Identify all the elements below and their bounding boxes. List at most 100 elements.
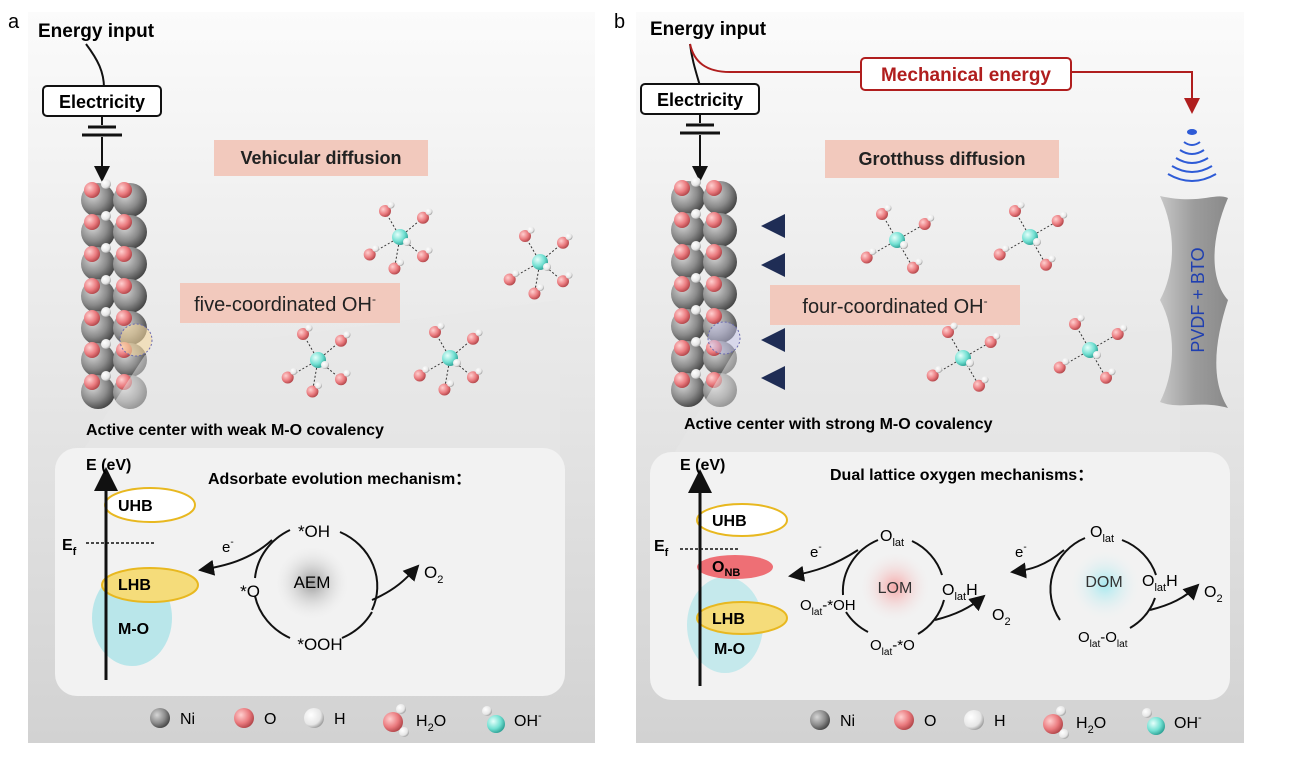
electricity-label: Electricity xyxy=(59,92,145,112)
legend-o-swatch xyxy=(234,708,254,728)
oh-complex xyxy=(860,204,935,274)
cycle-arc xyxy=(1121,539,1157,576)
o2-product: O2 xyxy=(424,563,443,586)
coordination-label-box xyxy=(770,285,1020,325)
legend-b: Ni O H H2O OH- xyxy=(810,706,1202,739)
oh-complex xyxy=(281,324,351,398)
mechanism-title: Adsorbate evolution mechanism： xyxy=(208,471,471,488)
electron-label: e- xyxy=(222,537,234,556)
legend-ni: Ni xyxy=(180,711,195,728)
band-uhb xyxy=(696,503,788,537)
piezo-film xyxy=(1160,196,1228,408)
o2-product: O2 xyxy=(1204,584,1223,605)
band-label-uhb: UHB xyxy=(118,498,153,515)
energy-axis-label: E (eV) xyxy=(680,457,725,474)
legend-h2o: H2O xyxy=(1076,715,1106,736)
legend-ni-swatch xyxy=(810,710,830,730)
cycle-node-ooh: *OOH xyxy=(297,635,342,654)
panel-a: a Energy input Electricity Vehicular dif… xyxy=(8,11,595,743)
energy-input-label: Energy input xyxy=(38,21,155,42)
cycle-node-o: *O xyxy=(240,582,260,601)
o2-arrow xyxy=(1149,583,1200,611)
active-center-label: Active center with weak M-O covalency xyxy=(86,422,384,439)
zoom-wedge xyxy=(670,330,1180,460)
diffusion-label-box xyxy=(825,140,1059,178)
oh-complex xyxy=(413,322,483,396)
panel-b-letter: b xyxy=(614,11,625,33)
wire xyxy=(85,43,105,89)
dom-node-olat-olat: Olat-Olat xyxy=(1078,629,1128,650)
o2-arrow xyxy=(934,594,986,621)
legend-oh: OH- xyxy=(514,710,542,730)
legend-o-swatch xyxy=(894,710,914,730)
oh-complex xyxy=(363,201,433,275)
oh-complex xyxy=(926,322,1001,392)
active-site-highlight xyxy=(707,321,741,355)
band-label-mo: M-O xyxy=(118,621,149,638)
legend-h: H xyxy=(334,711,346,728)
cycle-arc xyxy=(1049,537,1086,621)
legend-o: O xyxy=(264,711,276,728)
electron-arrow xyxy=(1010,549,1065,579)
diffusion-label-box xyxy=(214,140,428,176)
cycle-arc xyxy=(841,539,879,596)
energy-input-label: Energy input xyxy=(650,19,767,40)
legend-oh: OH- xyxy=(1174,712,1202,732)
cycle-arc xyxy=(341,611,373,639)
oh-complex xyxy=(503,226,573,300)
band-lhb xyxy=(101,567,199,603)
cycle-node-oh: *OH xyxy=(298,522,330,541)
lom-glow xyxy=(859,551,931,623)
proton-hop-arrows xyxy=(761,214,1150,390)
mechanical-arrow xyxy=(1071,71,1200,114)
legend-h2o: H2O xyxy=(416,713,446,734)
fermi-label: Ef xyxy=(654,538,669,559)
legend-h-swatch xyxy=(964,710,984,730)
coordination-label-box xyxy=(180,283,400,323)
legend-oh-swatch xyxy=(1142,708,1165,735)
active-site-highlight xyxy=(119,323,153,357)
band-onb xyxy=(697,555,773,579)
cycle-arc xyxy=(917,599,945,635)
dom-node-olat: Olat xyxy=(1090,524,1114,545)
diffusion-label: Grotthuss diffusion xyxy=(859,149,1026,169)
legend-h2o-swatch xyxy=(1043,706,1069,739)
vibration-waves-icon xyxy=(1167,129,1217,182)
band-label-mo: M-O xyxy=(714,641,745,658)
electricity-label: Electricity xyxy=(657,90,743,110)
legend-h-swatch xyxy=(304,708,324,728)
cycle-center-lom: LOM xyxy=(878,580,913,597)
electron-arrow xyxy=(788,549,859,582)
fermi-label: Ef xyxy=(62,537,77,558)
cycle-center-aem: AEM xyxy=(294,573,331,592)
o2-product: O2 xyxy=(992,607,1011,628)
lom-node-olat-o: Olat-*O xyxy=(870,637,915,658)
oh-complexes xyxy=(860,201,1128,392)
coordination-label: five-coordinated OH- xyxy=(194,292,376,316)
lom-node-olat-oh: Olat-*OH xyxy=(800,597,856,618)
legend-ni-swatch xyxy=(150,708,170,728)
dom-node-olath: OlatH xyxy=(1142,573,1178,594)
band-label-lhb: LHB xyxy=(118,577,151,594)
mechanical-label: Mechanical energy xyxy=(881,65,1051,86)
electron-label: e- xyxy=(1015,542,1027,561)
oh-complex xyxy=(1053,314,1128,384)
legend-h: H xyxy=(994,713,1006,730)
legend-a: Ni O H H2O OH- xyxy=(150,704,542,737)
oh-complex xyxy=(993,201,1068,271)
aem-glow xyxy=(274,545,350,621)
panel-b: b Energy input Mechanical energy Electri… xyxy=(614,11,1244,743)
cycle-arc xyxy=(254,595,291,639)
legend-oh-swatch xyxy=(482,706,505,733)
band-diagram-panel xyxy=(650,452,1230,700)
electron-arrow xyxy=(198,539,273,576)
legend-h2o-swatch xyxy=(383,704,409,737)
panel-a-letter: a xyxy=(8,11,20,33)
cycle-arc xyxy=(911,540,943,576)
band-label-lhb: LHB xyxy=(712,611,745,628)
lom-node-olat: Olat xyxy=(880,528,904,549)
mechanical-box xyxy=(860,57,1072,91)
cycle-center-dom: DOM xyxy=(1085,574,1122,591)
cycle-arc xyxy=(1129,597,1156,629)
dom-glow xyxy=(1069,549,1141,621)
